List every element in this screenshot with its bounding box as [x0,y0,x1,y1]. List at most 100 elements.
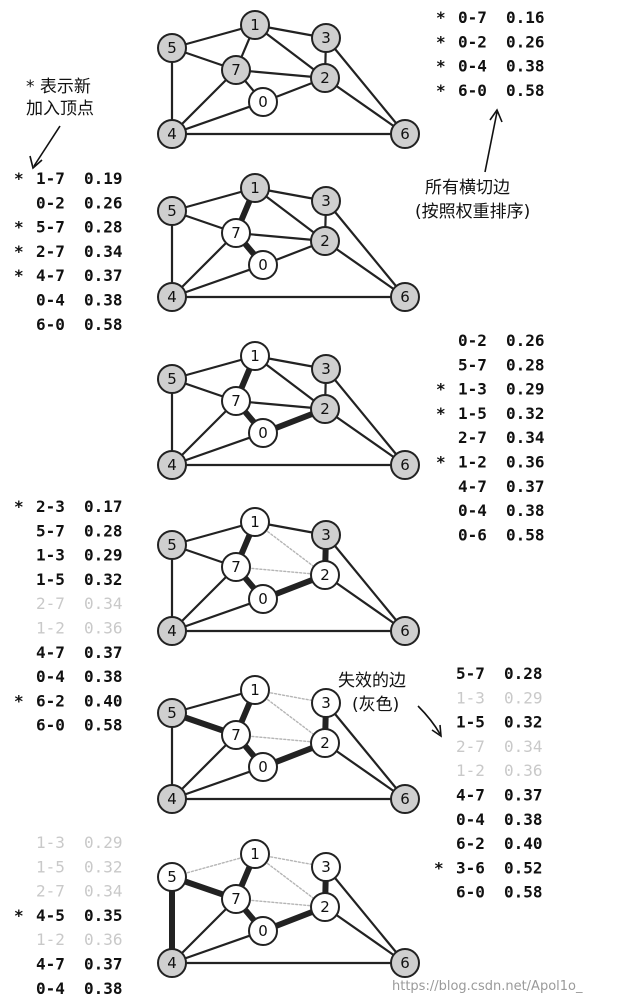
vertex-label: 3 [321,526,331,544]
graph-edge [324,701,407,801]
edge-weight: 0.28 [84,218,123,237]
vertex-label: 0 [258,922,268,940]
graph-edge [323,905,407,965]
edge-weight: 0.29 [506,380,545,399]
graph-vertex: 6 [390,119,420,149]
edge-name: 4-5 [36,906,65,925]
graph-vertex: 6 [390,282,420,312]
graph-edge [324,36,407,136]
vertex-label: 5 [167,536,177,554]
graph-vertex: 4 [157,119,187,149]
graph-edge [170,100,265,136]
edge-weight: 0.38 [84,979,123,998]
ineligible-edges-arrowhead [431,724,442,738]
edge-name: 2-7 [456,737,485,756]
graph-edge [323,573,407,633]
non-tree-vertex-circle [157,119,187,149]
edge-weight: 0.40 [504,834,543,853]
vertex-label: 5 [167,868,177,886]
new-vertex-arrow [33,125,61,167]
vertex-label: 5 [167,370,177,388]
vertex-label: 7 [231,890,241,908]
edge-name: 0-4 [36,291,65,310]
vertex-label: 5 [167,202,177,220]
tree-vertex-circle [221,218,251,248]
graph-vertex: 1 [240,10,270,40]
vertex-label: 3 [321,360,331,378]
edge-weight: 0.37 [84,266,123,285]
graph-vertex: 1 [240,341,270,371]
ineligible-edges-line1: 失效的边 [338,671,406,691]
graph-edge [324,865,407,965]
vertex-label: 6 [400,954,410,972]
vertex-label: 4 [167,125,177,143]
edge-name: 0-4 [36,979,65,998]
edge-weight: 0.17 [84,497,123,516]
graph-vertex: 1 [240,173,270,203]
non-tree-vertex-circle [390,282,420,312]
edge-name: 1-2 [36,619,65,638]
edge-name: 0-6 [458,525,487,544]
non-tree-vertex-circle [157,364,187,394]
tree-vertex-circle [240,675,270,705]
edge-name: 2-7 [36,594,65,613]
graph-vertex: 0 [248,250,278,280]
tree-vertex-circle [310,892,340,922]
graph-edge [170,399,238,467]
vertex-label: 4 [167,954,177,972]
edge-name: 1-3 [36,546,65,565]
graph-edge [324,533,407,633]
vertex-label: 6 [400,288,410,306]
tree-vertex-circle [248,418,278,448]
watermark: https://blog.csdn.net/Apol1o_ [392,979,583,994]
edge-name: 2-3 [36,497,65,516]
vertex-label: 2 [320,566,330,584]
non-tree-vertex-circle [157,450,187,480]
edge-weight: 0.37 [504,786,543,805]
new-edge-star: * [14,218,24,237]
new-edge-star: * [434,858,444,877]
graph-vertex: 5 [157,33,187,63]
vertex-label: 4 [167,790,177,808]
non-tree-vertex-circle [221,55,251,85]
graph-vertex: 1 [240,675,270,705]
edge-weight: 0.37 [506,477,545,496]
graph-edge [323,76,407,136]
graph-edge [170,897,238,965]
edge-weight: 0.58 [504,883,543,902]
graph-vertex: 7 [221,55,251,85]
new-edge-star: * [14,169,24,188]
new-edge-star: * [14,691,24,710]
tree-vertex-circle [311,688,341,718]
new-edge-star: * [436,57,446,76]
edge-weight: 0.26 [84,193,123,212]
tree-vertex-circle [221,386,251,416]
graph-edge [323,741,407,801]
edge-weight: 0.29 [84,546,123,565]
non-tree-vertex-circle [390,616,420,646]
tree-vertex-circle [221,884,251,914]
graph-vertex: 7 [221,552,251,582]
non-tree-vertex-circle [157,530,187,560]
graph-vertex: 6 [390,948,420,978]
vertex-label: 4 [167,622,177,640]
edge-name: 0-2 [458,331,487,350]
vertex-label: 0 [258,93,268,111]
tree-vertex-circle [248,250,278,280]
graph-edge [170,765,265,801]
graph-vertex: 4 [157,616,187,646]
vertex-label: 7 [231,61,241,79]
non-tree-vertex-circle [310,394,340,424]
non-tree-vertex-circle [157,196,187,226]
vertex-label: 7 [231,726,241,744]
graph-vertex: 6 [390,616,420,646]
ineligible-edges-note: 失效的边 (灰色) [338,671,442,738]
tree-vertex-circle [248,752,278,782]
edge-weight: 0.36 [84,930,123,949]
edge-name: 1-2 [456,761,485,780]
graph-vertex: 4 [157,948,187,978]
edge-weight: 0.52 [504,858,543,877]
